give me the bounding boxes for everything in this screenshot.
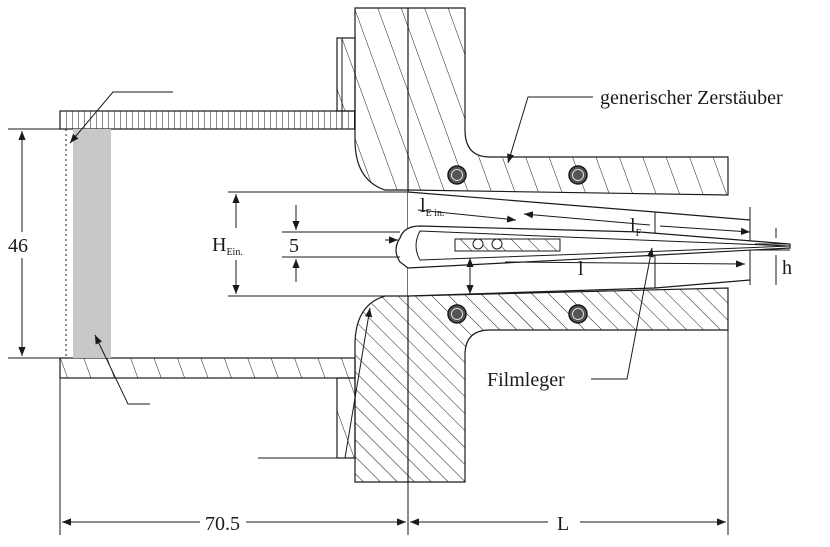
- film-applicator-label: Filmleger: [487, 369, 565, 391]
- lower-flange: [336, 377, 356, 459]
- inlet-pipe: [59, 110, 356, 379]
- dim-h-inlet-label: HEin.: [212, 234, 243, 258]
- o-rings: [447, 165, 588, 324]
- dimension-lines: [8, 128, 790, 535]
- dim-l-label: l: [578, 258, 584, 280]
- dim-70-5-label: 70.5: [205, 513, 240, 535]
- dim-L-label: L: [557, 513, 569, 535]
- upper-flange: [336, 37, 356, 130]
- gray-band: [73, 129, 111, 358]
- dim-5-label: 5: [289, 235, 299, 257]
- dim-l-inlet-label: lE in.: [420, 195, 444, 219]
- film-applicator-body: [395, 225, 791, 269]
- atomizer-label: generischer Zerstäuber: [600, 87, 783, 109]
- dim-46-label: 46: [8, 235, 28, 257]
- dim-l-film-label: lF: [630, 215, 642, 239]
- main-block-upper: [354, 7, 729, 196]
- leader-lines: [69, 91, 654, 459]
- dim-h-label: h: [782, 257, 792, 279]
